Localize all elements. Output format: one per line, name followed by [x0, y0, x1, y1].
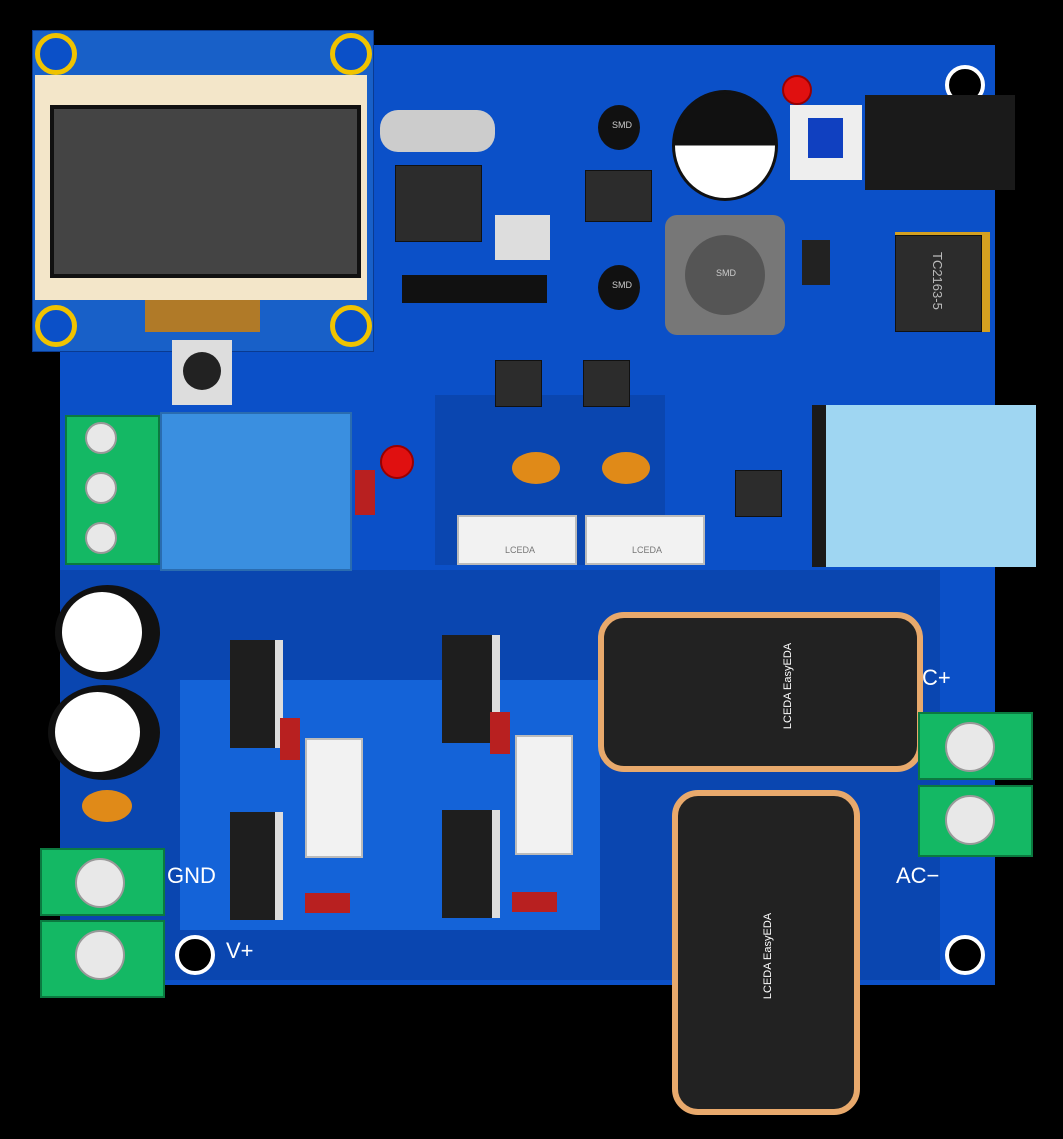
- mounting-hole: [175, 935, 215, 975]
- diode: [512, 892, 557, 912]
- coil-marking: LCEDA EasyEDA: [782, 642, 795, 730]
- connector-4pin[interactable]: [305, 738, 363, 858]
- push-button-cap[interactable]: [183, 352, 221, 390]
- capacitor-marking: SMD: [612, 280, 632, 290]
- mosfet: [442, 810, 500, 918]
- diode: [355, 470, 375, 515]
- mosfet: [230, 640, 283, 748]
- connector-4pin[interactable]: [585, 515, 705, 565]
- oled-flex-cable: [145, 300, 260, 332]
- connector-marking: LCEDA: [632, 545, 663, 555]
- power-switch-actuator[interactable]: [808, 118, 843, 158]
- dc-jack[interactable]: [865, 95, 1015, 190]
- capacitor-top: [55, 692, 140, 772]
- regulator-marking: TC2163-5: [930, 252, 945, 310]
- gnd-label: GND: [167, 863, 216, 888]
- ceramic-capacitor: [82, 790, 132, 822]
- electrolytic-capacitor: [672, 90, 778, 201]
- crystal: [380, 110, 495, 152]
- ceramic-capacitor: [602, 452, 650, 484]
- toroid-inductor: [598, 612, 923, 772]
- coil-marking: LCEDA EasyEDA: [762, 912, 775, 1000]
- toroid-inductor: [672, 790, 860, 1115]
- connector-4pin[interactable]: [457, 515, 577, 565]
- vplus-label: V+: [226, 938, 254, 963]
- terminal-screw[interactable]: [75, 858, 125, 908]
- voltage-regulator: [585, 170, 652, 222]
- terminal-screw[interactable]: [85, 522, 117, 554]
- inductor-marking: SMD: [716, 268, 736, 278]
- mounting-hole: [35, 33, 77, 75]
- mounting-hole: [35, 305, 77, 347]
- diode: [305, 893, 350, 913]
- terminal-screw[interactable]: [85, 472, 117, 504]
- regulator-chip: [895, 235, 982, 332]
- mounting-hole: [330, 33, 372, 75]
- connector-marking: LCEDA: [505, 545, 536, 555]
- ac-plus-label: C+: [922, 665, 951, 690]
- diode: [280, 718, 300, 760]
- mounting-hole: [945, 935, 985, 975]
- terminal-screw[interactable]: [75, 930, 125, 980]
- connector-4pin[interactable]: [515, 735, 573, 855]
- inductor-core: [685, 235, 765, 315]
- oled-screen: [50, 105, 361, 278]
- pin-header: [402, 275, 547, 303]
- capacitor-top: [62, 592, 142, 672]
- red-led: [782, 75, 812, 105]
- slide-switch[interactable]: [495, 215, 550, 260]
- relay: [160, 412, 352, 571]
- capacitor-marking: SMD: [612, 120, 632, 130]
- driver-ic: [495, 360, 542, 407]
- mounting-hole: [330, 305, 372, 347]
- sensor-ic: [735, 470, 782, 517]
- smd-capacitor: [598, 105, 640, 150]
- terminal-screw[interactable]: [945, 722, 995, 772]
- red-led: [380, 445, 414, 479]
- mosfet: [230, 812, 283, 920]
- terminal-screw[interactable]: [85, 422, 117, 454]
- driver-ic: [583, 360, 630, 407]
- diode: [802, 240, 830, 285]
- terminal-screw[interactable]: [945, 795, 995, 845]
- microcontroller-chip: [395, 165, 482, 242]
- ceramic-capacitor: [512, 452, 560, 484]
- smd-capacitor: [598, 265, 640, 310]
- diode: [490, 712, 510, 754]
- current-transformer: [812, 405, 1036, 567]
- ac-minus-label: AC−: [896, 863, 940, 888]
